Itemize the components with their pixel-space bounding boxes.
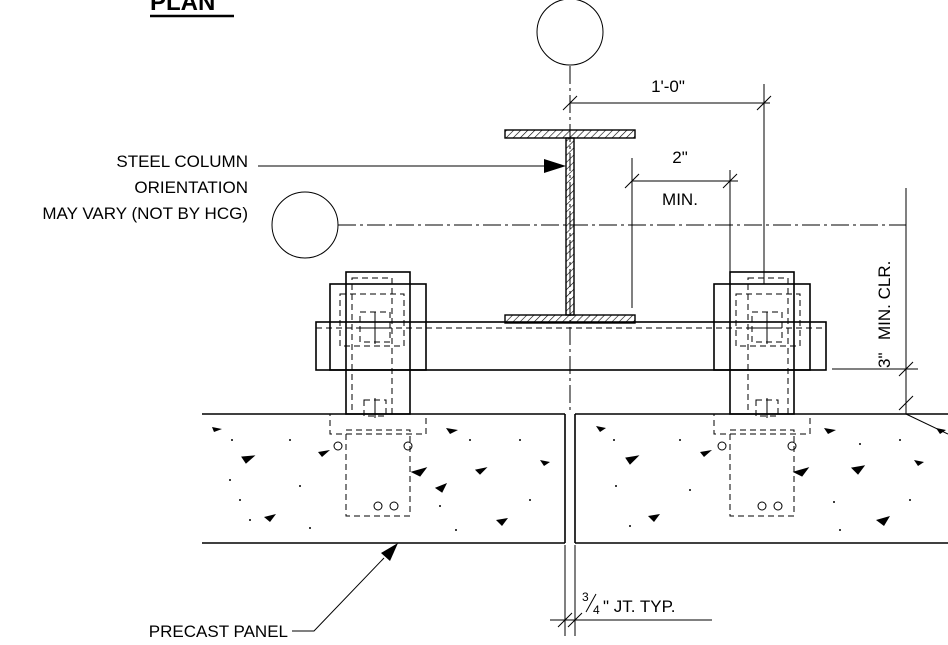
precast-panel-leader xyxy=(292,557,385,632)
grid-bubble-left xyxy=(271,191,339,259)
plan-title: PLAN xyxy=(150,0,215,16)
dimension-1ft xyxy=(562,84,772,284)
dimension-joint-suffix: " JT. TYP. xyxy=(603,597,676,616)
steel-column-label-1: STEEL COLUMN xyxy=(116,152,248,171)
steel-column-arrow xyxy=(544,159,566,173)
steel-column xyxy=(504,129,636,324)
precast-panel-left xyxy=(202,413,566,544)
precast-panel-label: PRECAST PANEL xyxy=(149,622,288,641)
precast-panel-arrow xyxy=(381,543,398,561)
concrete-aggregate xyxy=(212,426,946,531)
steel-column-label-3: MAY VARY (NOT BY HCG) xyxy=(42,204,248,223)
steel-column-label-2: ORIENTATION xyxy=(134,178,248,197)
dimension-2in-min xyxy=(624,158,738,308)
grid-bubble-top xyxy=(536,0,604,66)
dimension-3in-label: 3" MIN. CLR. xyxy=(875,261,894,368)
dimension-joint xyxy=(550,545,712,636)
dimension-1ft-label: 1'-0" xyxy=(651,77,685,96)
right-connection-assembly xyxy=(713,271,811,517)
dimension-joint-den: 4 xyxy=(593,603,600,617)
dimension-2in-suffix: MIN. xyxy=(662,190,698,209)
dimension-joint-num: 3 xyxy=(582,590,589,604)
dimension-2in-value: 2" xyxy=(672,148,688,167)
precast-panel-right xyxy=(574,413,948,544)
left-connection-assembly xyxy=(329,271,427,517)
dimension-3in-clr xyxy=(832,188,948,435)
dimension-3in-value: 3" xyxy=(875,353,894,369)
dimension-joint-label: 3 4 " JT. TYP. xyxy=(582,590,676,617)
base-plate xyxy=(315,321,827,371)
dimension-3in-suffix: MIN. CLR. xyxy=(875,261,894,340)
